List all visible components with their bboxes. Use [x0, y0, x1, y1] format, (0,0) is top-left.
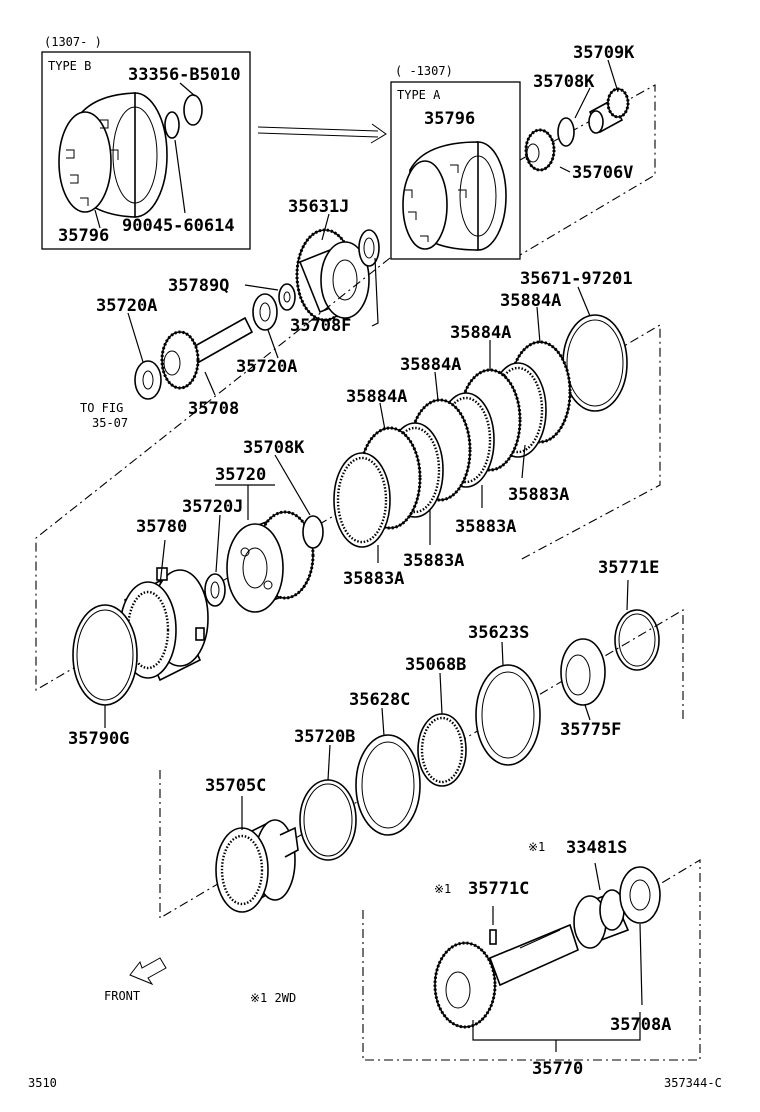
- snap-ring-35790g: [72, 604, 138, 706]
- ring-35708k-mid: [302, 515, 324, 549]
- label-35708: 35708: [188, 399, 239, 419]
- to-fig-label: TO FIG: [80, 401, 123, 415]
- clutch-pack: [333, 314, 628, 548]
- label-35884a-2: 35884A: [450, 323, 511, 343]
- assembly-outline-bottom: [362, 859, 701, 1061]
- label-35631j: 35631J: [288, 197, 349, 217]
- page-code-right: 357344-C: [664, 1076, 722, 1090]
- label-35708k-top: 35708K: [533, 72, 595, 92]
- gear-shaft-35709k: [588, 87, 630, 134]
- type-b-range: (1307- ): [44, 35, 102, 49]
- assembly-outline-upper: [519, 84, 656, 256]
- output-shaft-35770: [433, 923, 579, 1029]
- label-35770: 35770: [532, 1059, 583, 1079]
- washer-35789q: [278, 283, 296, 311]
- drum-type-b-illustration: [58, 92, 168, 218]
- ring-35068b: [417, 713, 467, 787]
- label-35771c: 35771C: [468, 879, 529, 899]
- label-35628c: 35628C: [349, 690, 410, 710]
- label-35720: 35720: [215, 465, 266, 485]
- gear-35706v: [524, 128, 556, 172]
- label-35883a-3: 35883A: [403, 551, 464, 571]
- label-90045-60614: 90045-60614: [122, 216, 235, 236]
- ring-35623s: [475, 664, 541, 766]
- gear-35631j: [295, 228, 370, 322]
- label-35780: 35780: [136, 517, 187, 537]
- label-35709k: 35709K: [573, 43, 635, 63]
- label-35720a-left: 35720A: [96, 296, 157, 316]
- type-a-box: ( -1307) TYPE A 35796: [390, 64, 521, 260]
- label-35884a-3: 35884A: [400, 355, 461, 375]
- label-35623s: 35623S: [468, 623, 529, 643]
- label-35771e: 35771E: [598, 558, 659, 578]
- label-35884a-4: 35884A: [346, 387, 407, 407]
- bearing-35708a: [619, 866, 661, 924]
- ring-35708k-top: [557, 117, 575, 147]
- footnote-2wd: ※1 2WD: [250, 991, 296, 1005]
- type-b-box: (1307- ) TYPE B 33356-B5010 35796 90045-…: [41, 35, 251, 250]
- label-35671-97201: 35671-97201: [520, 269, 633, 289]
- bearing-35708f: [358, 229, 380, 267]
- bearing-35720j: [204, 573, 226, 607]
- sun-gear-35708: [160, 316, 254, 390]
- label-35796-type-a: 35796: [424, 109, 475, 129]
- snap-ring-35771e: [614, 609, 660, 671]
- label-35708k-mid: 35708K: [243, 438, 305, 458]
- label-35883a-2: 35883A: [455, 517, 516, 537]
- page-code-left: 3510: [28, 1076, 57, 1090]
- ring-35628c: [355, 734, 421, 836]
- label-35708a: 35708A: [610, 1015, 671, 1035]
- label-35720a-right: 35720A: [236, 357, 297, 377]
- snap-ring-35720b: [299, 779, 357, 861]
- bearing-35720a-right: [252, 293, 278, 331]
- drum-type-a-illustration: [402, 141, 507, 251]
- ring-gear-35705c: [215, 819, 299, 913]
- front-arrow-icon: [129, 957, 167, 986]
- sleeve-33481s: [573, 889, 630, 949]
- type-a-range: ( -1307): [395, 64, 453, 78]
- fig-ref-label: 35-07: [92, 416, 128, 430]
- label-35884a-1: 35884A: [500, 291, 561, 311]
- supersession-arrow-icon: [257, 123, 387, 144]
- label-35789q: 35789Q: [168, 276, 229, 296]
- bearing-35775f: [560, 638, 606, 706]
- label-35708f: 35708F: [290, 316, 351, 336]
- label-35720b: 35720B: [294, 727, 355, 747]
- label-33481s: 33481S: [566, 838, 627, 858]
- front-label: FRONT: [104, 989, 140, 1003]
- planet-carrier-35720: [226, 510, 315, 613]
- note-mark-33481s: ※1: [528, 840, 545, 854]
- label-35883a-1: 35883A: [508, 485, 569, 505]
- label-35720j: 35720J: [182, 497, 243, 517]
- label-33356-b5010: 33356-B5010: [128, 65, 241, 85]
- label-35790g: 35790G: [68, 729, 129, 749]
- label-35796-type-b: 35796: [58, 226, 109, 246]
- label-35775f: 35775F: [560, 720, 621, 740]
- label-35706v: 35706V: [572, 163, 633, 183]
- label-35068b: 35068B: [405, 655, 466, 675]
- label-35705c: 35705C: [205, 776, 266, 796]
- type-a-title: TYPE A: [397, 88, 441, 102]
- bearing-35720a-left: [134, 360, 162, 400]
- note-mark-35771c: ※1: [434, 882, 451, 896]
- pin-35771c: [489, 929, 497, 945]
- type-b-title: TYPE B: [48, 59, 91, 73]
- label-35883a-4: 35883A: [343, 569, 404, 589]
